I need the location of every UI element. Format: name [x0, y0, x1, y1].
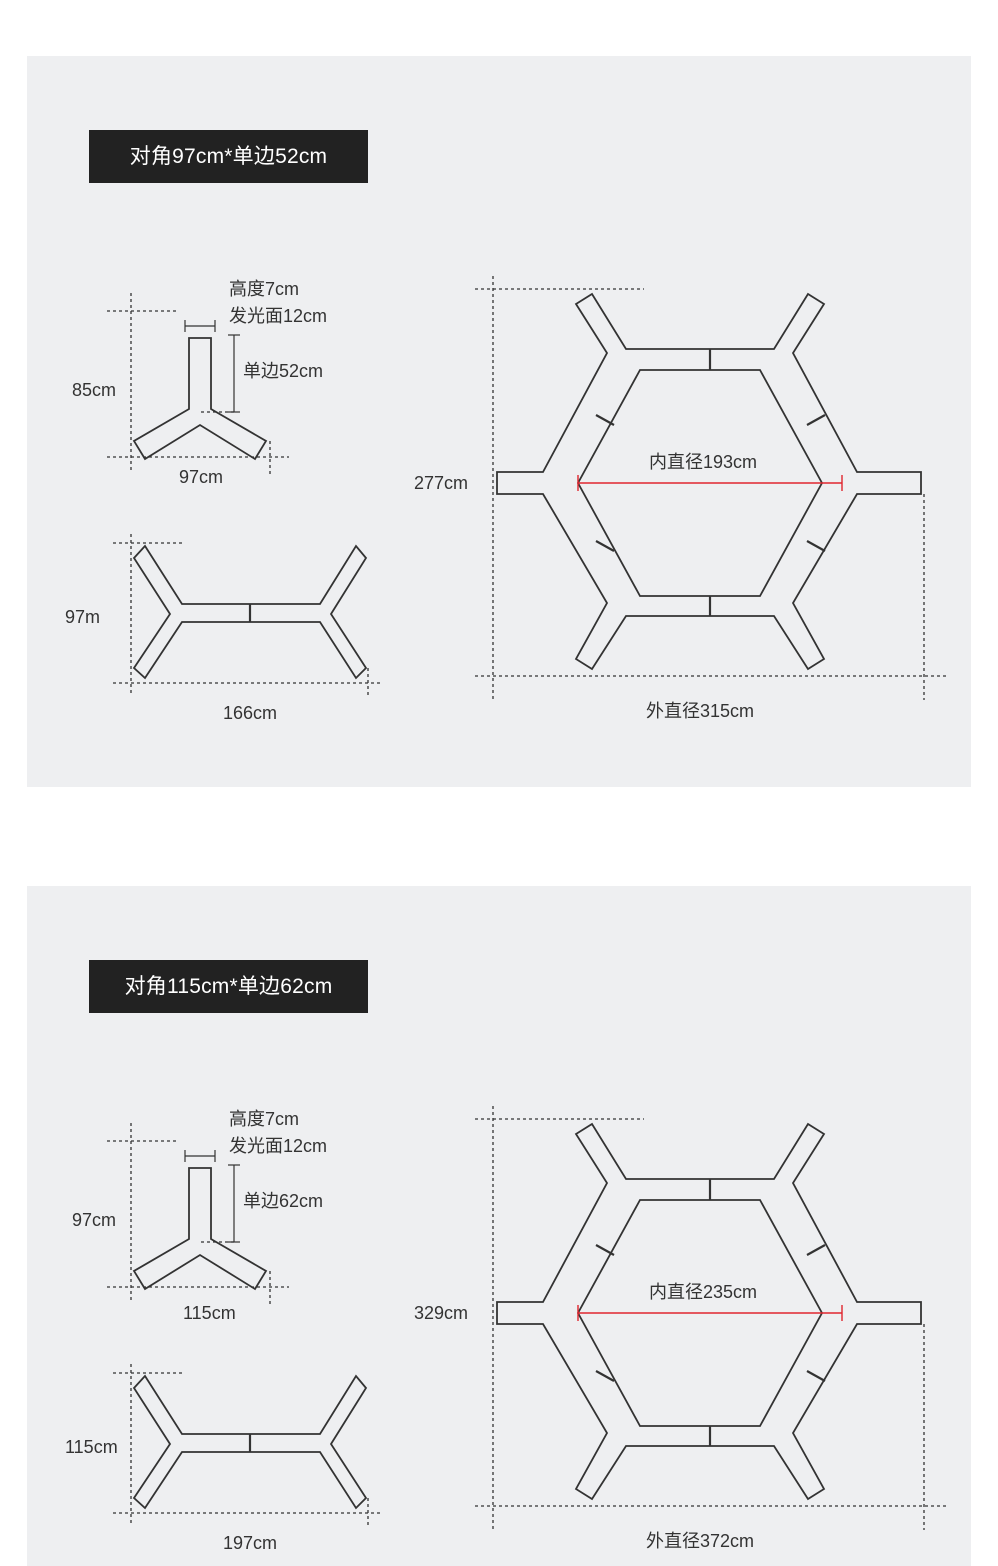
hexagon-joint — [806, 414, 826, 426]
hex-height-label: 277cm — [414, 473, 469, 493]
y-width-label: 97cm — [179, 467, 224, 487]
face-label: 发光面12cm — [229, 1136, 328, 1156]
double-width-label: 166cm — [223, 703, 278, 723]
y-connector-outline — [132, 337, 268, 461]
panel-title: 对角115cm*单边62cm — [89, 960, 368, 1013]
hexagon-joint — [595, 1244, 615, 1256]
y-height-label: 97cm — [72, 1210, 117, 1230]
hexagon-joint — [595, 1370, 615, 1382]
size-panel-2: 对角115cm*单边62cm 高度7cm 发光面12cm 单边62cm 97cm… — [27, 886, 971, 1566]
double-connector-outline — [132, 544, 368, 680]
hexagon-joint — [595, 414, 615, 426]
double-connector-outline — [132, 1374, 368, 1510]
hexagon-outer-outline — [496, 1122, 922, 1501]
hexagon-joint — [806, 1244, 826, 1256]
size-panel-1: 对角97cm*单边52cm 高度7cm 发光面12cm 单边52cm 85cm … — [27, 56, 971, 787]
inner-diameter-label: 内直径193cm — [649, 452, 758, 472]
diagram-svg — [107, 1106, 947, 1530]
double-height-label: 115cm — [65, 1437, 118, 1457]
hex-height-label: 329cm — [414, 1303, 469, 1323]
hexagon-joint — [595, 540, 615, 552]
hexagon-joint — [806, 540, 826, 552]
y-height-label: 85cm — [72, 380, 117, 400]
double-width-label: 197cm — [223, 1533, 278, 1553]
height-label: 高度7cm — [229, 1109, 300, 1129]
hexagon-outer-outline — [496, 292, 922, 671]
diagram-svg — [107, 276, 947, 700]
y-width-label: 115cm — [183, 1303, 236, 1323]
outer-diameter-label: 外直径315cm — [646, 701, 755, 721]
hexagon-joint — [806, 1370, 826, 1382]
panel-title: 对角97cm*单边52cm — [89, 130, 368, 183]
side-label: 单边52cm — [243, 361, 324, 381]
y-connector-outline — [132, 1167, 268, 1291]
outer-diameter-label: 外直径372cm — [646, 1531, 755, 1551]
double-height-label: 97m — [65, 607, 101, 627]
face-label: 发光面12cm — [229, 306, 328, 326]
height-label: 高度7cm — [229, 279, 300, 299]
inner-diameter-label: 内直径235cm — [649, 1282, 758, 1302]
side-label: 单边62cm — [243, 1191, 324, 1211]
